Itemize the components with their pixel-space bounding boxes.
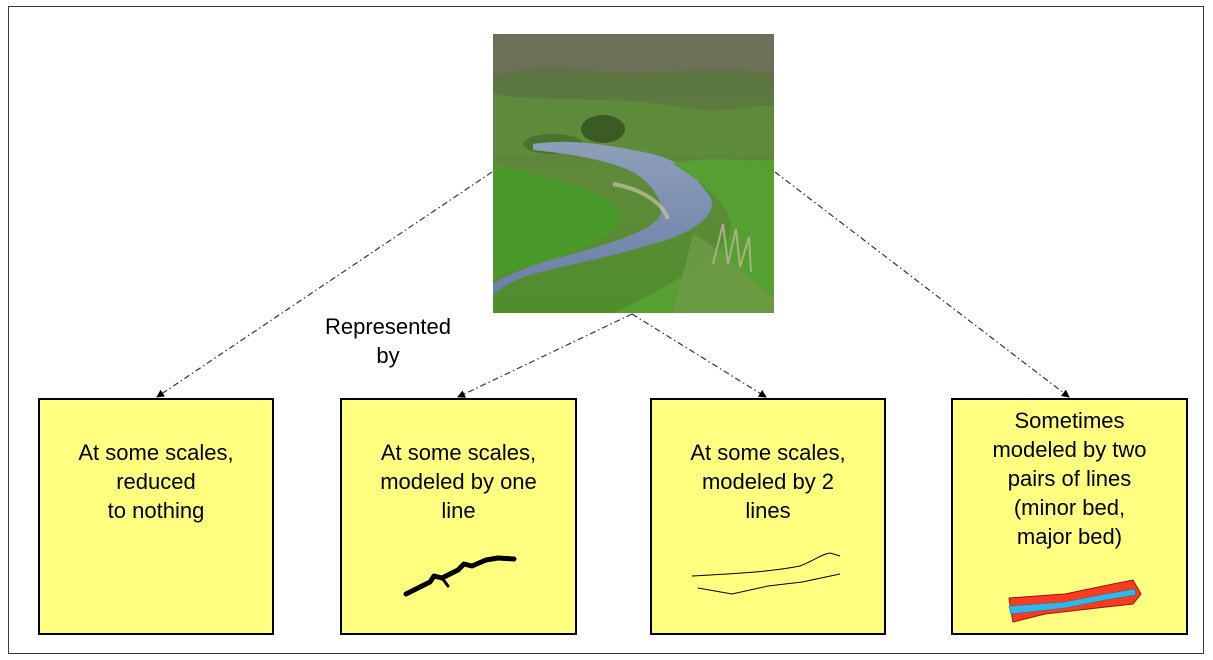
box-line: line xyxy=(441,498,476,523)
river-landscape-photo-icon xyxy=(493,34,774,313)
river-photo xyxy=(493,34,774,313)
caption-line: Represented xyxy=(325,314,451,339)
box-line: modeled by one xyxy=(380,469,537,494)
scale-box-two-pairs: Sometimes modeled by two pairs of lines … xyxy=(951,398,1188,635)
single-thick-line-icon xyxy=(403,555,517,597)
scale-box-two-lines: At some scales, modeled by 2 lines xyxy=(650,398,886,635)
box-line: (minor bed, xyxy=(1013,495,1126,520)
scale-box-one-line: At some scales, modeled by one line xyxy=(340,398,577,635)
box-line: lines xyxy=(745,498,791,523)
box-line: modeled by two xyxy=(992,437,1147,462)
box-text: At some scales, modeled by one line xyxy=(342,438,575,525)
connector-to-box-3 xyxy=(631,313,767,398)
box-line: At some scales, xyxy=(690,440,846,465)
box-line: modeled by 2 xyxy=(701,469,835,494)
box-line: At some scales, xyxy=(78,440,234,465)
box-line: At some scales, xyxy=(380,440,537,465)
box-line: reduced xyxy=(116,469,196,494)
red-blue-riverbed-icon xyxy=(1008,579,1142,623)
connector-to-box-2 xyxy=(457,313,633,398)
connector-to-box-4 xyxy=(774,171,1070,398)
box-text: At some scales, reduced to nothing xyxy=(40,438,272,525)
box-text: At some scales, modeled by 2 lines xyxy=(652,438,884,525)
box-line: to nothing xyxy=(107,498,205,523)
box-line: major bed) xyxy=(1016,524,1123,549)
double-thin-line-icon xyxy=(691,552,841,595)
box-line: Sometimes xyxy=(1014,408,1125,433)
caption-line: by xyxy=(376,343,400,368)
box-line: pairs of lines xyxy=(1007,466,1132,491)
scale-box-nothing: At some scales, reduced to nothing xyxy=(38,398,274,635)
diagram-frame xyxy=(8,6,1204,654)
box-text: Sometimes modeled by two pairs of lines … xyxy=(953,406,1186,551)
represented-by-caption: Represented by xyxy=(300,312,476,370)
